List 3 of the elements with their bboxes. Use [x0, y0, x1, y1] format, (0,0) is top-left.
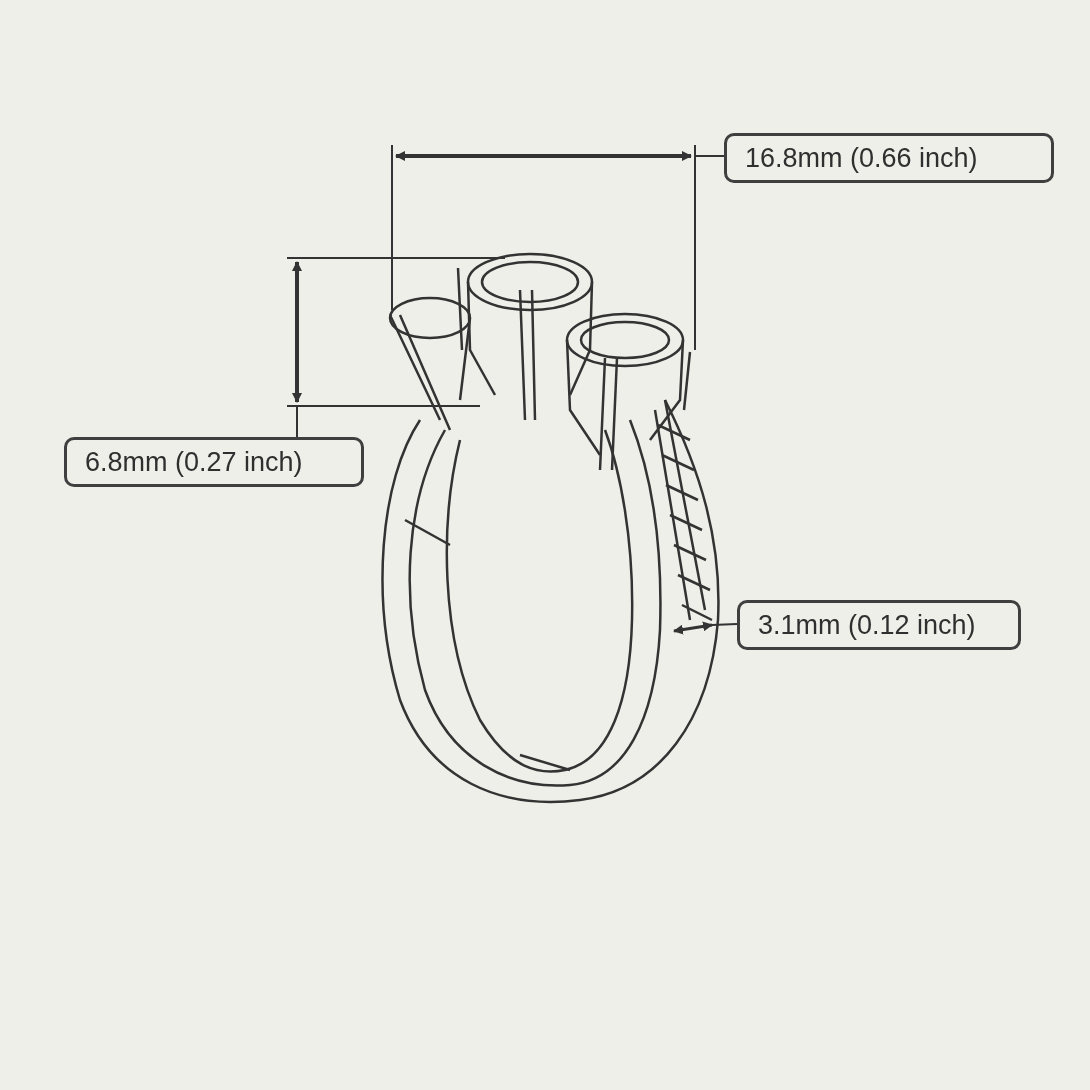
- dimension-label: 3.1mm (0.12 inch): [737, 600, 1021, 650]
- dimension-label: 16.8mm (0.66 inch): [724, 133, 1054, 183]
- dimension-label: 6.8mm (0.27 inch): [64, 437, 364, 487]
